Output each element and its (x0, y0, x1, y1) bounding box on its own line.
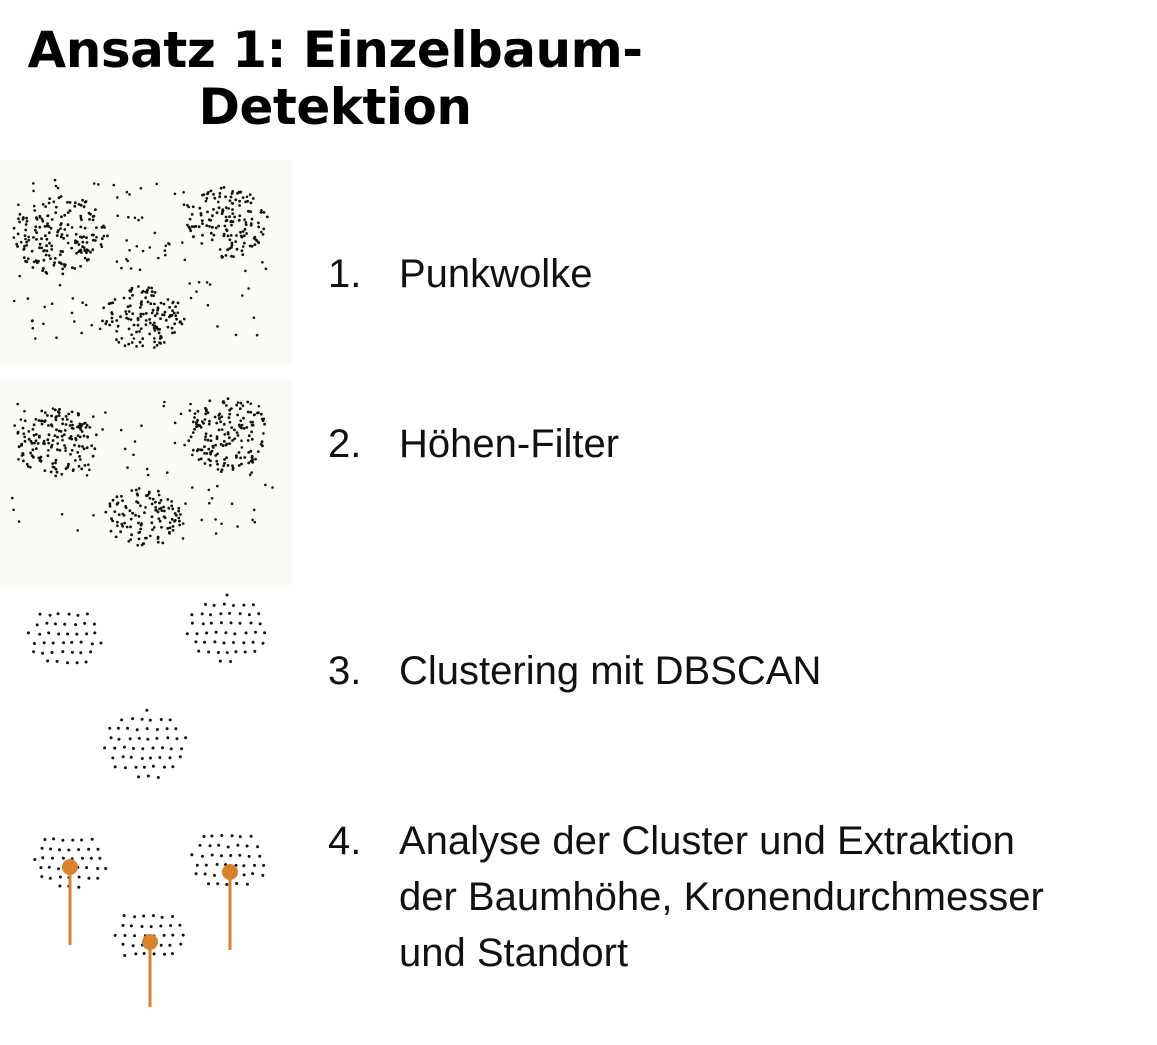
step-1: 1. Punkwolke (328, 246, 1028, 302)
point-cloud-raw-icon (0, 160, 292, 365)
step-3: 3. Clustering mit DBSCAN (328, 643, 1028, 699)
step-number: 1. (328, 252, 362, 296)
tree-top-marker (222, 864, 238, 880)
tree-top-marker (62, 859, 78, 875)
title-line-2: Detektion (198, 78, 472, 136)
step-label: Punkwolke (399, 252, 593, 296)
step-label-line-2: der Baumhöhe, Kronendurchmesser (399, 875, 1044, 919)
step-label-line-1: Analyse der Cluster und Extraktion (399, 819, 1015, 863)
step-number: 4. (328, 819, 362, 863)
step-label-line-3: und Standort (399, 931, 629, 975)
step-4: 4. Analyse der Cluster und Extraktion de… (328, 813, 1148, 981)
tree-top-marker (142, 934, 158, 950)
tree-stems-icon (0, 815, 292, 1015)
step-label: Höhen-Filter (399, 422, 620, 466)
step-label: Analyse der Cluster und Extraktion der B… (399, 813, 1044, 981)
point-clusters-icon (0, 585, 292, 790)
step-number: 2. (328, 422, 362, 466)
point-cloud-filtered-icon (0, 380, 292, 585)
step-label: Clustering mit DBSCAN (399, 649, 822, 693)
page-title: Ansatz 1: Einzelbaum- Detektion (0, 22, 670, 136)
title-line-1: Ansatz 1: Einzelbaum- (27, 21, 643, 79)
step-number: 3. (328, 649, 362, 693)
step-2: 2. Höhen-Filter (328, 416, 1028, 472)
